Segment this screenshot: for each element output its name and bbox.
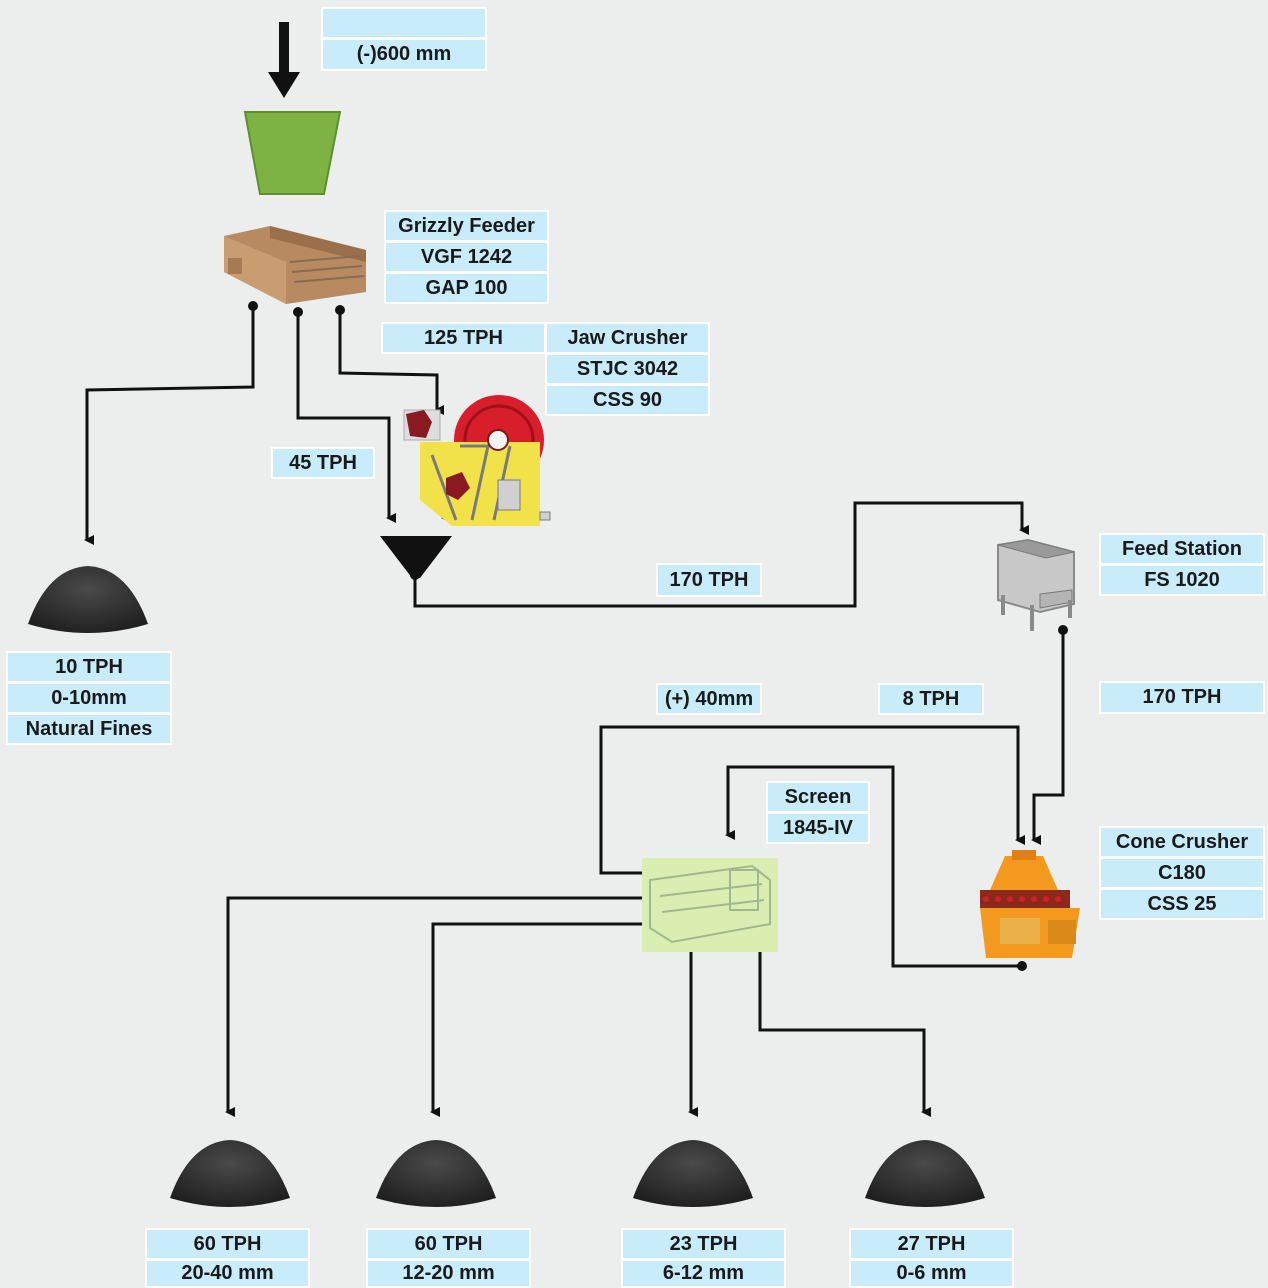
jaw-crusher-icon: [403, 395, 551, 526]
product-rate: 23 TPH: [621, 1228, 786, 1260]
feed-station-rate: 170 TPH: [1099, 681, 1265, 714]
combined-rate: 170 TPH: [656, 563, 762, 597]
jaw-crusher-css: CSS 90: [545, 384, 710, 416]
feed-station-name: Feed Station: [1099, 533, 1265, 565]
screen-name: Screen: [766, 781, 870, 813]
stockpile-natural-fines-icon: [28, 566, 148, 633]
jaw-crusher-model: STJC 3042: [545, 353, 710, 385]
jaw-feed-rate: 125 TPH: [381, 322, 546, 354]
grizzly-feeder-icon: [224, 226, 366, 304]
product-size: 12-20 mm: [366, 1259, 531, 1288]
grizzly-feeder-gap: GAP 100: [384, 272, 549, 304]
grizzly-feeder-model: VGF 1242: [384, 241, 549, 273]
product-size: 20-40 mm: [145, 1259, 310, 1288]
stockpile-0-6-icon: [865, 1140, 985, 1207]
hopper-icon: [243, 111, 342, 195]
natural-fines-rate: 10 TPH: [6, 651, 172, 683]
cone-crusher-icon: [980, 850, 1080, 958]
feed-arrow: [268, 22, 300, 98]
stockpile-20-40-icon: [170, 1140, 290, 1207]
product-rate: 60 TPH: [145, 1228, 310, 1260]
cone-crusher-model: C180: [1099, 857, 1265, 889]
merge-junction-icon: [380, 536, 452, 578]
screen-icon: [642, 858, 778, 952]
cone-crusher-name: Cone Crusher: [1099, 826, 1265, 858]
stockpile-6-12-icon: [633, 1140, 753, 1207]
oversize-label: (+) 40mm: [656, 683, 762, 715]
feed-station-icon: [997, 538, 1075, 631]
jaw-crusher-name: Jaw Crusher: [545, 322, 710, 354]
product-rate: 27 TPH: [849, 1228, 1014, 1260]
cone-crusher-css: CSS 25: [1099, 888, 1265, 920]
product-size: 6-12 mm: [621, 1259, 786, 1288]
product-rate: 60 TPH: [366, 1228, 531, 1260]
flow-lines: [84, 306, 1065, 1117]
feed-size-label: (-)600 mm: [321, 38, 487, 71]
feed-top-label: [321, 7, 487, 39]
grizzly-feeder-name: Grizzly Feeder: [384, 210, 549, 242]
natural-fines-size: 0-10mm: [6, 682, 172, 714]
product-size: 0-6 mm: [849, 1259, 1014, 1288]
recirculation-rate: 8 TPH: [878, 683, 984, 715]
stockpile-12-20-icon: [376, 1140, 496, 1207]
bypass-rate: 45 TPH: [271, 447, 375, 479]
feed-station-model: FS 1020: [1099, 564, 1265, 596]
natural-fines-name: Natural Fines: [6, 713, 172, 745]
screen-model: 1845-IV: [766, 812, 870, 844]
